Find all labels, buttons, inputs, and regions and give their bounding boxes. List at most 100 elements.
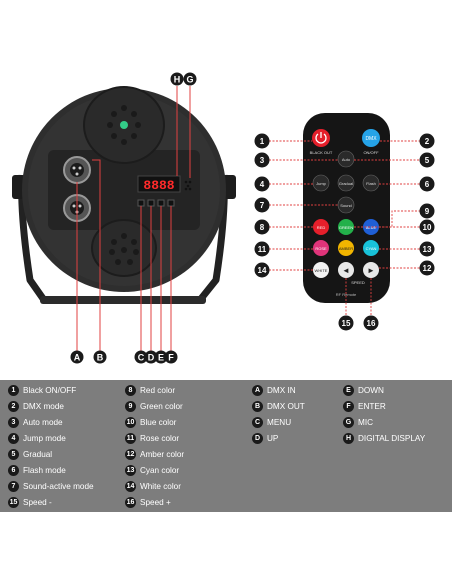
up-button[interactable] xyxy=(147,199,155,207)
green-button[interactable] xyxy=(338,219,354,235)
legend-text: UP xyxy=(267,433,279,443)
legend-badge: A xyxy=(252,384,263,396)
legend-badge: B xyxy=(252,400,263,412)
legend-badge: 15 xyxy=(8,496,19,508)
digital-display xyxy=(137,175,181,193)
legend-item: 5 Gradual xyxy=(8,447,52,461)
auto-button[interactable] xyxy=(337,150,355,168)
legend-text: Green color xyxy=(140,401,183,411)
legend-badge: F xyxy=(343,400,354,412)
rf-remote: BLACK OUT DMX ON/OFF Auto Jump Gradual F… xyxy=(254,113,435,331)
dmx-button[interactable] xyxy=(362,129,380,147)
legend-item: 12 Amber color xyxy=(125,447,184,461)
legend-badge: 9 xyxy=(125,400,136,412)
marker-h: H xyxy=(174,75,181,85)
cyan-button[interactable] xyxy=(363,240,379,256)
legend-text: Red color xyxy=(140,385,176,395)
par-light: 8888 A B C xyxy=(12,72,236,364)
gradual-label: Gradual xyxy=(339,181,353,186)
legend-text: Black ON/OFF xyxy=(23,385,77,395)
bracket-knob-right xyxy=(224,175,236,199)
legend-text: DMX OUT xyxy=(267,401,305,411)
flash-label: Flash xyxy=(366,181,376,186)
remote-marker-5: 5 xyxy=(425,156,430,165)
flash-button[interactable] xyxy=(362,174,380,192)
marker-e: E xyxy=(158,353,164,363)
legend-badge: 12 xyxy=(125,448,136,460)
legend-text: DIGITAL DISPLAY xyxy=(358,433,426,443)
remote-marker-2: 2 xyxy=(425,137,430,146)
jump-button[interactable] xyxy=(312,174,330,192)
legend-badge: 2 xyxy=(8,400,19,412)
legend-item: 13 Cyan color xyxy=(125,463,179,477)
marker-a: A xyxy=(74,353,81,363)
red-label: RED xyxy=(317,225,326,230)
legend-item: F ENTER xyxy=(343,399,386,413)
legend-badge: G xyxy=(343,416,354,428)
legend-badge: 11 xyxy=(125,432,136,444)
red-button[interactable] xyxy=(313,219,329,235)
legend-item: 16 Speed + xyxy=(125,495,171,509)
legend-badge: 1 xyxy=(8,384,19,396)
legend-text: Amber color xyxy=(140,449,185,459)
marker-d: D xyxy=(148,353,155,363)
legend-text: Cyan color xyxy=(140,465,180,475)
legend-text: Speed - xyxy=(23,497,52,507)
legend-item: 11 Rose color xyxy=(125,431,179,445)
remote-marker-9: 9 xyxy=(425,207,430,216)
on-off-label: ON/OFF xyxy=(363,150,379,155)
legend-badge: E xyxy=(343,384,354,396)
remote-marker-3: 3 xyxy=(260,156,265,165)
gradual-button[interactable] xyxy=(337,174,355,192)
legend-badge: H xyxy=(343,432,354,444)
blue-button[interactable] xyxy=(363,219,379,235)
legend-badge: 14 xyxy=(125,480,136,492)
legend-badge: 6 xyxy=(8,464,19,476)
speed-plus-icon: ► xyxy=(367,266,375,275)
legend-item: H DIGITAL DISPLAY xyxy=(343,431,425,445)
legend-badge: 5 xyxy=(8,448,19,460)
rose-label: ROSE xyxy=(315,246,327,251)
legend-text: Rose color xyxy=(140,433,180,443)
down-button[interactable] xyxy=(157,199,165,207)
marker-c: C xyxy=(138,353,145,363)
legend-text: Speed + xyxy=(140,497,171,507)
speed-plus-button[interactable] xyxy=(363,262,379,278)
legend-text: ENTER xyxy=(358,401,386,411)
rose-button[interactable] xyxy=(313,240,329,256)
amber-button[interactable] xyxy=(338,240,354,256)
bottom-blank-area xyxy=(0,512,452,584)
marker-f: F xyxy=(168,353,174,363)
legend-text: Gradual xyxy=(23,449,53,459)
legend-badge: 7 xyxy=(8,480,19,492)
black-out-label: BLACK OUT xyxy=(310,150,333,155)
legend-badge: D xyxy=(252,432,263,444)
display-digits: 8888 xyxy=(143,178,174,193)
legend-badge: 16 xyxy=(125,496,136,508)
mic-icon xyxy=(184,180,192,191)
enter-button[interactable] xyxy=(167,199,175,207)
speed-minus-icon: ◄ xyxy=(342,266,350,275)
sound-button[interactable] xyxy=(337,196,355,214)
menu-button[interactable] xyxy=(137,199,145,207)
remote-marker-1: 1 xyxy=(260,137,265,146)
legend-badge: 13 xyxy=(125,464,136,476)
remote-marker-16: 16 xyxy=(367,319,376,328)
legend-badge: C xyxy=(252,416,263,428)
legend-badge: 8 xyxy=(125,384,136,396)
white-button[interactable] xyxy=(313,262,329,278)
legend-item: 9 Green color xyxy=(125,399,183,413)
power-icon xyxy=(315,133,327,144)
legend-badge: 3 xyxy=(8,416,19,428)
speed-minus-button[interactable] xyxy=(338,262,354,278)
remote-marker-4: 4 xyxy=(260,180,265,189)
jump-label: Jump xyxy=(316,181,327,186)
